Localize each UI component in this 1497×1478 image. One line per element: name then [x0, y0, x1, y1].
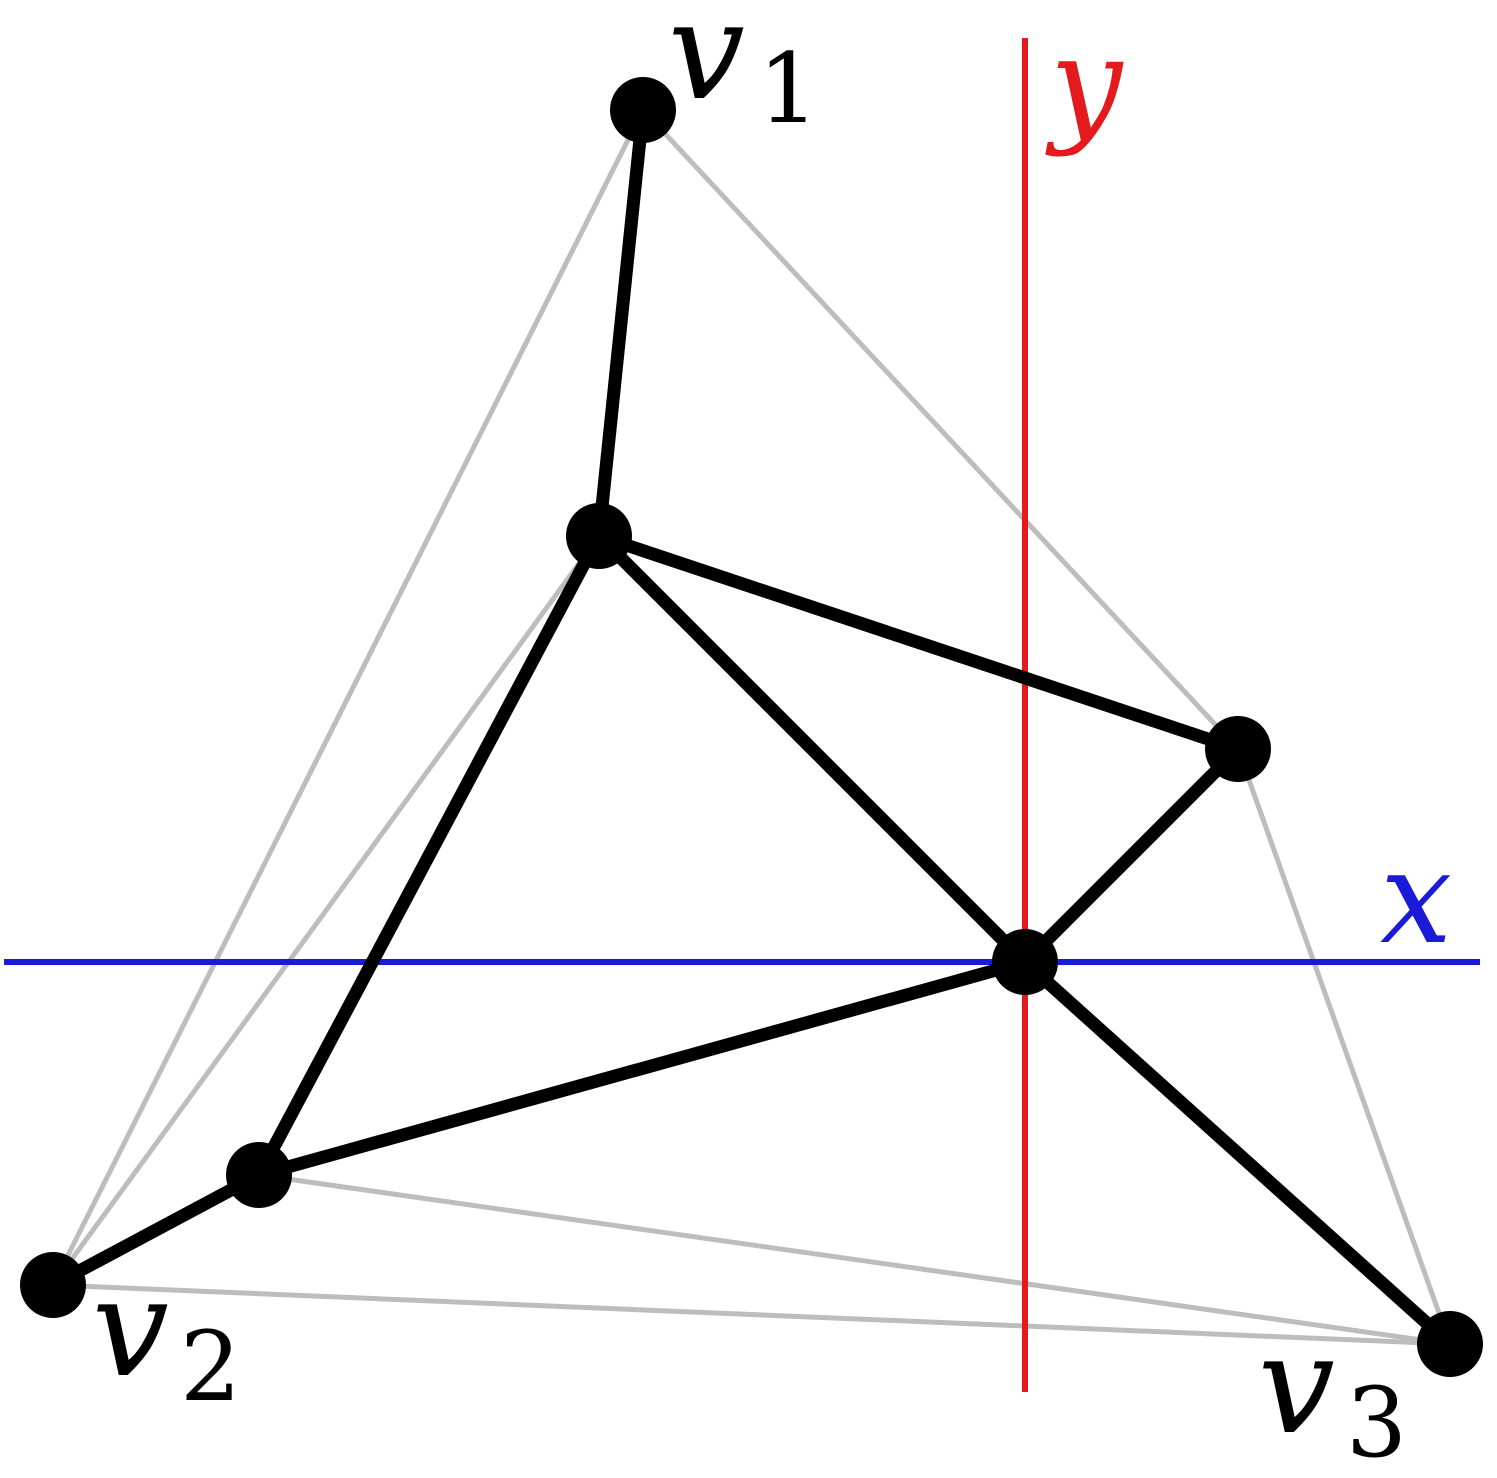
edge-center-lower: [252, 955, 1032, 1182]
vertex-right: [1205, 716, 1271, 782]
edge-middle-right: [592, 529, 1245, 756]
y-axis-label: y: [1045, 10, 1124, 159]
edge-middle-lower: [252, 529, 606, 1182]
gray-edge-v1-right: [640, 107, 1241, 752]
gray-edge-v2-v3: [50, 1282, 1453, 1347]
vertex-label-v3: v 3: [1258, 1307, 1407, 1478]
vertex-label-v1: v 1: [668, 0, 819, 145]
gray-edge-right-v3: [1235, 746, 1453, 1347]
v3-label-subscript: 3: [1346, 1367, 1407, 1478]
vertex-label-v2: v 2: [92, 1250, 241, 1423]
vertex-v3: [1417, 1311, 1483, 1377]
vertex-middle: [566, 503, 632, 569]
v2-label-main: v: [92, 1250, 169, 1408]
vertex-lower: [226, 1142, 292, 1208]
v3-label-main: v: [1258, 1307, 1335, 1465]
gray-edge-v1-v2: [50, 107, 646, 1288]
edge-right-center: [1018, 742, 1245, 969]
edge-center-v3: [1018, 955, 1457, 1351]
vertex-v2: [20, 1252, 86, 1318]
edge-middle-center: [592, 529, 1032, 969]
gray-edge-lower-v3: [256, 1172, 1453, 1347]
vertices: [20, 77, 1483, 1377]
v1-label-main: v: [668, 0, 745, 131]
edge-lower-v2: [46, 1168, 266, 1292]
v2-label-subscript: 2: [180, 1311, 241, 1423]
vertex-center: [992, 929, 1058, 995]
graph-edges: [46, 103, 1457, 1351]
x-axis-label: x: [1380, 824, 1452, 973]
vertex-v1: [610, 77, 676, 143]
gray-edge-v2-middle: [50, 533, 602, 1288]
v1-label-subscript: 1: [758, 33, 819, 145]
edge-v1-middle: [592, 103, 650, 543]
triangulation-edges: [50, 107, 1453, 1347]
